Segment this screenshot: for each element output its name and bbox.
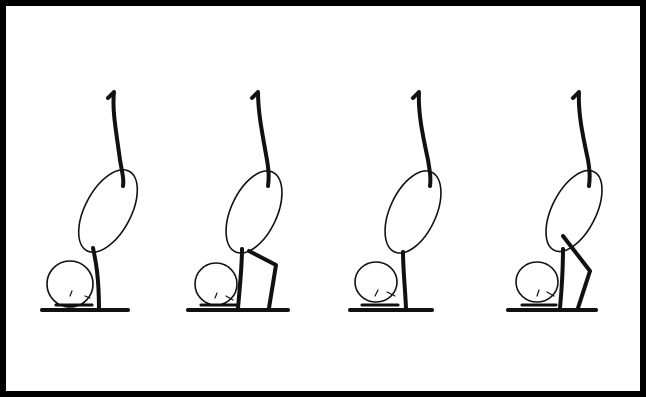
torso-oval [215, 162, 294, 261]
arm [93, 248, 99, 310]
head-circle [47, 261, 93, 307]
pose-figure-2 [188, 92, 293, 310]
arm [560, 249, 563, 308]
hand-detail [537, 290, 554, 296]
torso-oval [67, 160, 150, 261]
hand-detail [215, 293, 233, 300]
torso-oval [534, 162, 613, 260]
support-leg [563, 236, 590, 308]
pose-figure-1 [42, 92, 149, 310]
pose-figure-3 [350, 92, 452, 310]
support-leg [249, 251, 276, 308]
arm [403, 252, 406, 308]
arm [238, 249, 242, 308]
hand-detail [375, 290, 395, 296]
torso-oval [374, 162, 453, 261]
hand-detail [70, 291, 90, 298]
pose-figure-4 [508, 92, 614, 310]
head-circle [355, 262, 397, 302]
